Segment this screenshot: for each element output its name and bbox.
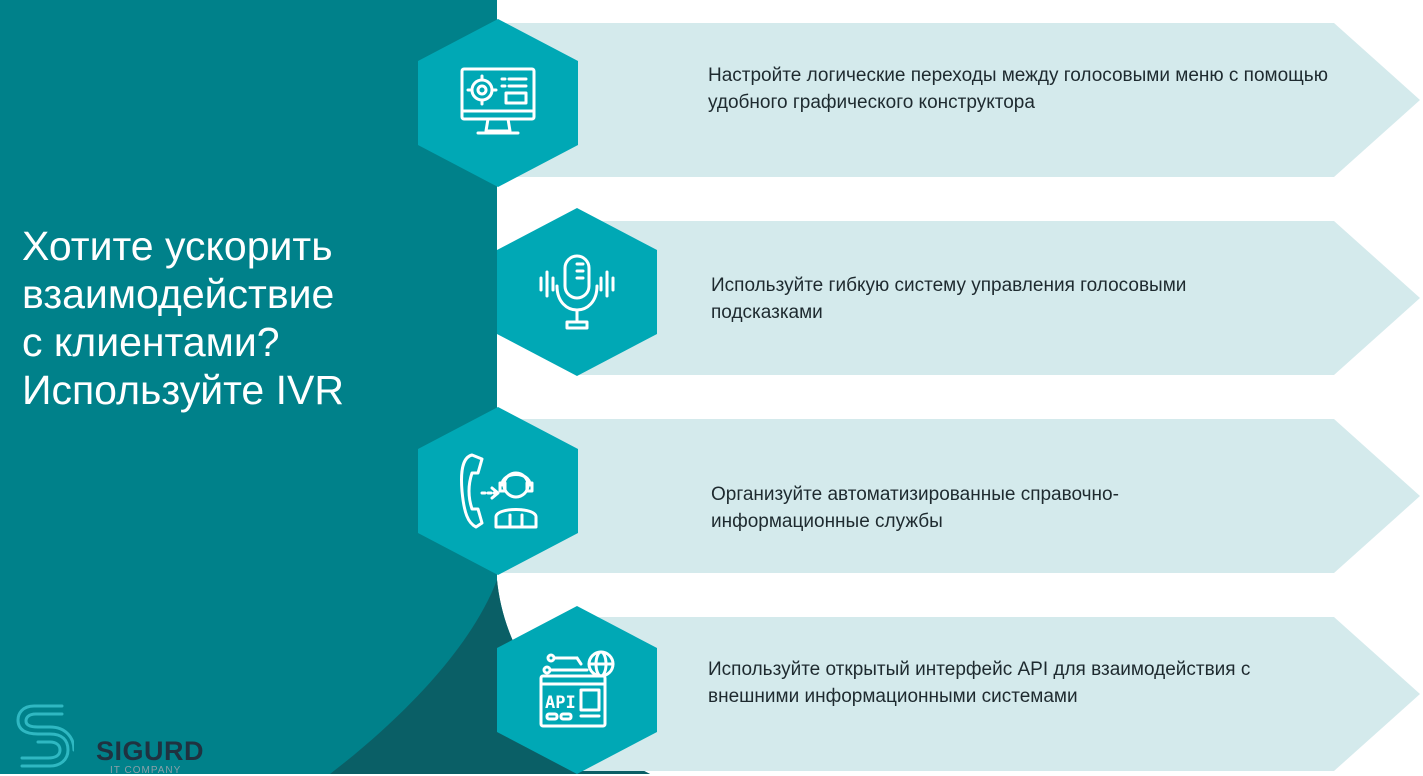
feature-hex-2 [497, 208, 657, 376]
headline: Хотите ускорить взаимодействие с клиента… [22, 222, 442, 414]
feature-banner-4 [577, 617, 1420, 771]
feature-text-3: Организуйте автоматизированные справочно… [711, 484, 1119, 532]
sigurd-logo-icon [16, 704, 74, 768]
call-transfer-operator-icon [460, 453, 538, 529]
monitor-settings-icon [460, 67, 536, 135]
feature-text-4: Используйте открытый интерфейс API для в… [708, 659, 1251, 707]
svg-text:API: API [545, 693, 576, 713]
headline-line: с клиентами? [22, 319, 280, 365]
microphone-icon [539, 254, 615, 330]
feature-banner-3 [497, 419, 1420, 573]
api-globe-icon: API [539, 650, 615, 728]
headline-line: Используйте IVR [22, 367, 344, 413]
logo-subtitle: IT COMPANY [110, 765, 182, 776]
headline-line: Хотите ускорить [22, 223, 333, 269]
logo-name: SIGURD [96, 736, 205, 766]
feature-text-1: Настройте логические переходы между голо… [708, 65, 1328, 113]
feature-hex-4: API [497, 606, 657, 774]
headline-line: взаимодействие [22, 271, 335, 317]
feature-text-2: Используйте гибкую систему управления го… [711, 275, 1187, 323]
feature-banner-2 [577, 221, 1420, 375]
feature-banner-1 [497, 23, 1420, 177]
